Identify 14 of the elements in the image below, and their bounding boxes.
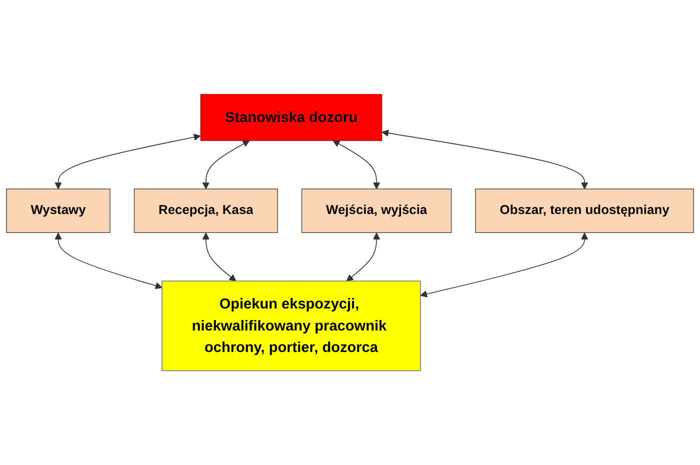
arrow <box>54 232 162 290</box>
node-box: Wystawy <box>6 188 110 233</box>
arrow <box>202 232 236 282</box>
node-box: Recepcja, Kasa <box>134 188 278 233</box>
arrow <box>332 140 380 190</box>
node-box: Opiekun ekspozycji, niekwalifikowany pracownik ochrony, portier, dozorca <box>162 280 421 372</box>
arrow <box>382 130 588 190</box>
arrow <box>54 134 201 190</box>
node-box: Stanowiska dozoru <box>200 94 382 141</box>
node-box: Wejścia, wyjścia <box>301 188 452 233</box>
arrow <box>202 140 250 190</box>
node-box: Obszar, teren udostępniany <box>475 188 694 233</box>
arrow <box>346 232 380 282</box>
arrow <box>420 232 588 298</box>
